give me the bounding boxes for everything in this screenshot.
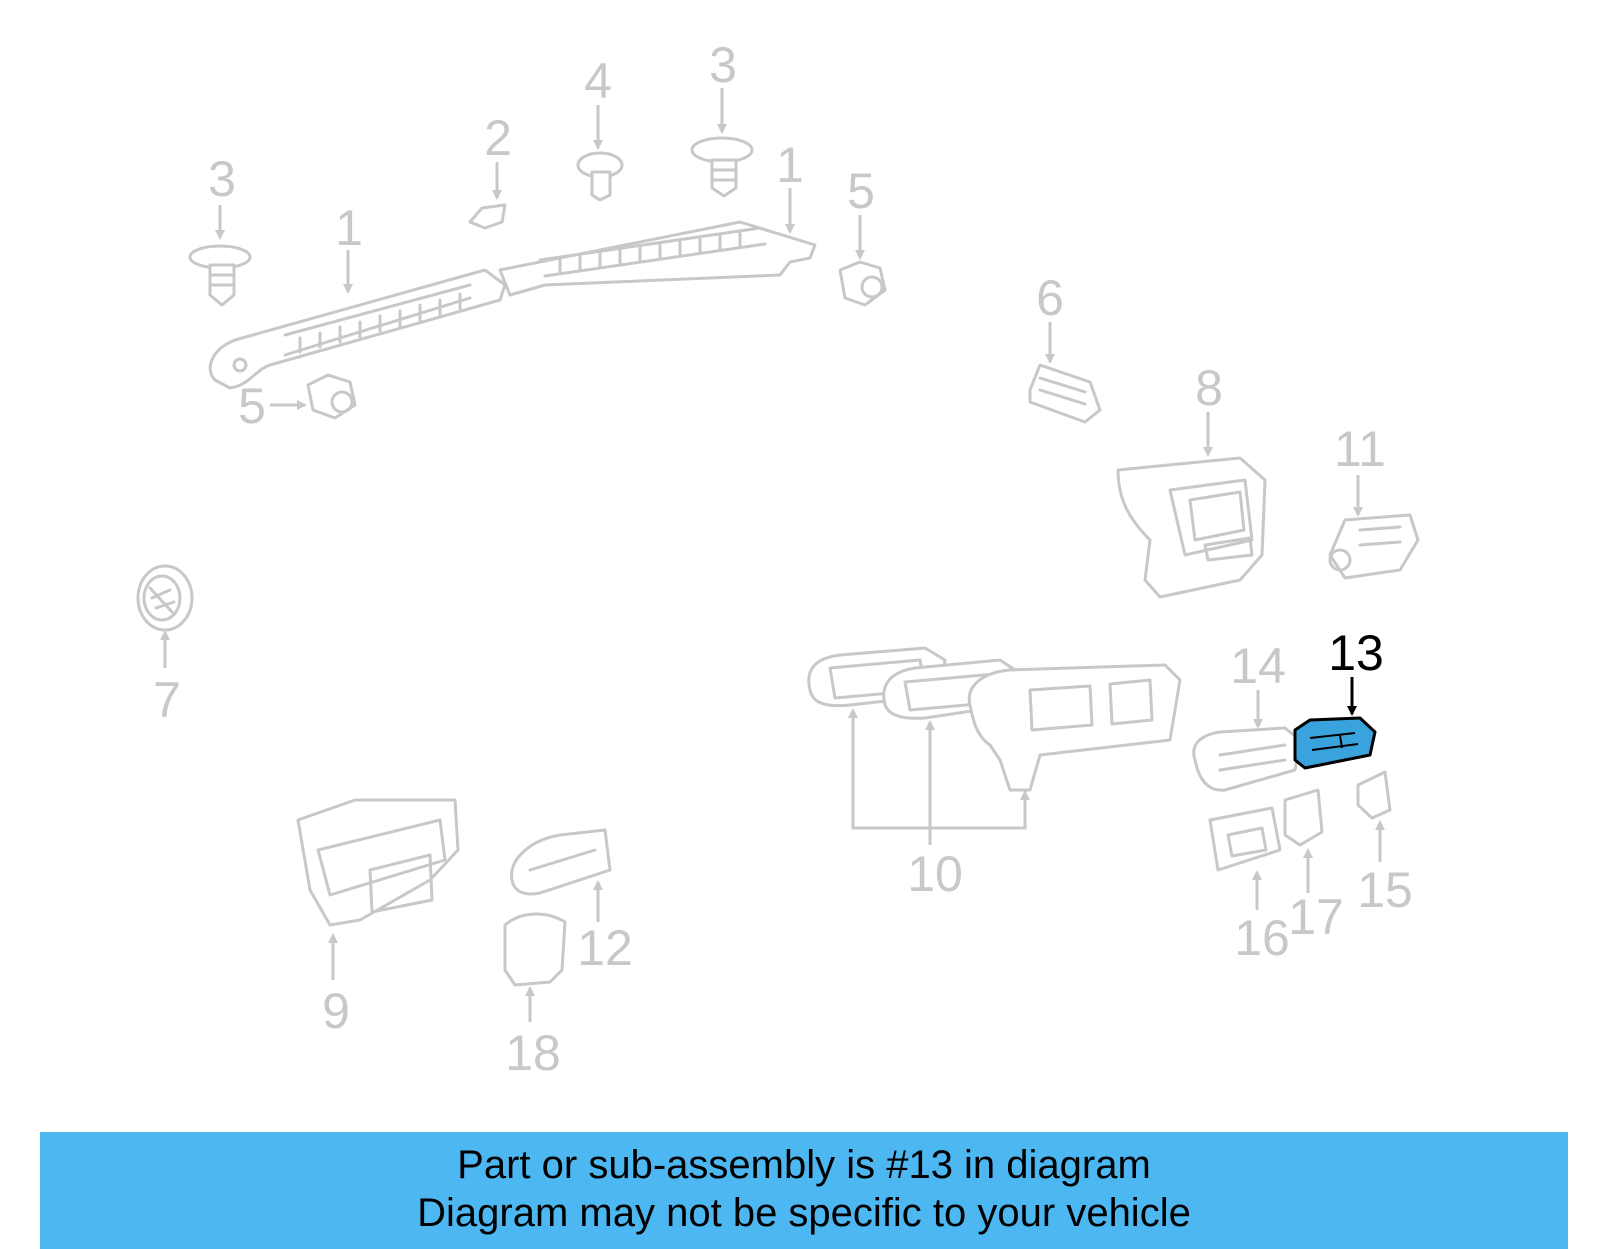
banner-disclaimer-line: Diagram may not be specific to your vehi… — [417, 1191, 1191, 1235]
callout-14: 14 — [1230, 638, 1286, 694]
part-8-center-panel — [1116, 456, 1267, 599]
info-banner: Part or sub-assembly is #13 in diagram D… — [40, 1132, 1568, 1249]
banner-part-line: Part or sub-assembly is #13 in diagram — [457, 1143, 1151, 1187]
part-15-clip — [1356, 770, 1392, 820]
callout-1-right: 1 — [776, 137, 804, 193]
part-18-cover — [503, 912, 567, 987]
callout-5-right: 5 — [847, 163, 875, 219]
part-12-vent — [510, 828, 612, 896]
callout-1-left: 1 — [335, 200, 363, 256]
part-2-clip — [468, 203, 507, 230]
callout-4: 4 — [584, 53, 612, 109]
part-5-right-grommet — [838, 260, 887, 307]
callout-8: 8 — [1195, 360, 1223, 416]
callout-17: 17 — [1288, 889, 1344, 945]
callout-18: 18 — [505, 1025, 561, 1081]
part-3-right-clip — [690, 136, 754, 198]
part-14-vent — [1192, 726, 1302, 792]
part-1-right-garnish — [498, 220, 817, 297]
callout-12: 12 — [577, 920, 633, 976]
callout-2: 2 — [484, 110, 512, 166]
part-16-switch — [1208, 806, 1282, 872]
callout-10: 10 — [907, 846, 963, 902]
callout-3-right: 3 — [709, 37, 737, 93]
part-3-left-clip — [188, 244, 252, 307]
callout-6: 6 — [1036, 270, 1064, 326]
part-13-highlighted-vent — [1293, 716, 1377, 770]
part-11-vent — [1328, 513, 1420, 580]
part-17-switch — [1283, 788, 1324, 847]
part-1-left-garnish — [208, 268, 507, 390]
part-6-vent — [1028, 363, 1102, 424]
callout-15: 15 — [1357, 862, 1413, 918]
callout-11: 11 — [1334, 421, 1386, 477]
part-4-clip — [576, 151, 624, 202]
callout-16: 16 — [1234, 910, 1290, 966]
part-10-vents — [807, 646, 1182, 792]
callout-13: 13 — [1328, 625, 1384, 681]
callout-numbers: 3 1 2 4 3 1 5 5 6 8 11 7 13 14 10 15 16 … — [153, 37, 1413, 1081]
callout-9: 9 — [322, 983, 350, 1039]
leader-lines — [160, 88, 1385, 1022]
callout-3-left: 3 — [208, 151, 236, 207]
part-5-left-grommet — [306, 373, 357, 420]
parts-diagram: 3 1 2 4 3 1 5 5 6 8 11 7 13 14 10 15 16 … — [136, 37, 1420, 1081]
part-7-round-vent — [136, 564, 194, 632]
callout-5-left: 5 — [238, 378, 266, 434]
part-9-box — [296, 798, 460, 927]
callout-7: 7 — [153, 672, 181, 728]
